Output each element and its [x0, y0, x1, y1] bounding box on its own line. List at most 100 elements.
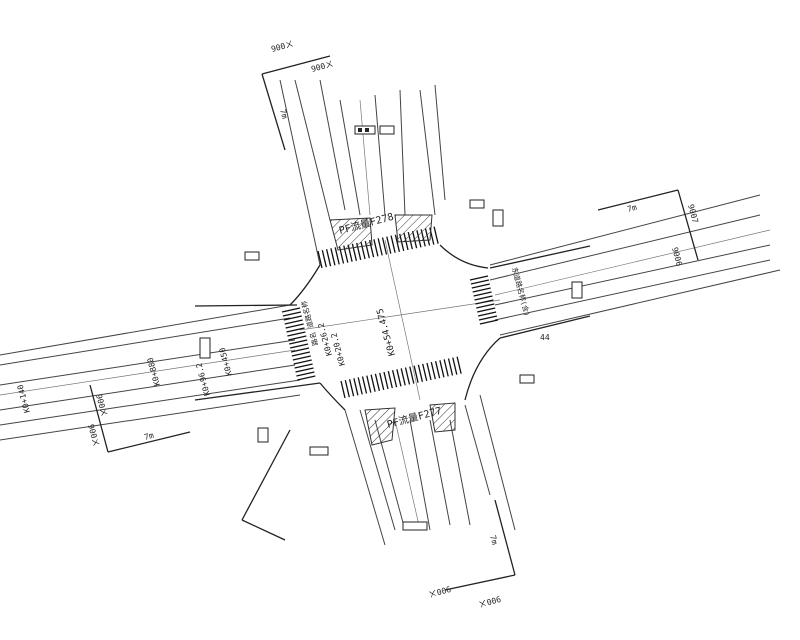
zebra-stripe [370, 374, 376, 392]
label-west-road-c: K0+140 [16, 383, 32, 413]
label-dim-900-ne-b: 9006 [670, 246, 684, 267]
zebra-stripe [475, 299, 494, 305]
dimension-lines [89, 55, 699, 591]
island-north-left [329, 217, 373, 251]
zebra-stripe [390, 235, 396, 253]
label-dim-900-se-b: 900ㄨ [478, 594, 502, 609]
corner-curves [289, 244, 501, 411]
zebra-stripe [396, 369, 402, 387]
zebra-stripe [348, 379, 355, 397]
zebra-stripe [289, 339, 308, 345]
zebra-stripe [281, 307, 301, 313]
zebra-stripe [470, 279, 490, 285]
label-center: K0+54.475 [376, 307, 398, 357]
label-dim-900-w-a: 900ㄨ [94, 393, 109, 417]
zebra-stripe [381, 237, 388, 255]
zebra-stripe [443, 359, 449, 377]
zebra-stripe [479, 319, 499, 325]
zebra-stripe [295, 367, 314, 373]
label-dim-900-w-b: 900ㄨ [86, 423, 101, 447]
zebra-stripe [377, 238, 383, 256]
label-west-road-d: K0+96.2 [194, 362, 211, 397]
zebra-stripe [325, 249, 332, 267]
zebra-stripe [387, 370, 393, 389]
label-west-b: 路名 道路名称 [299, 300, 320, 347]
zebra-stripe [409, 366, 415, 384]
zebra-stripe [283, 315, 302, 321]
label-dim-7m-w: 7m [143, 431, 155, 442]
label-dim-900-nw-a: 900ㄨ [270, 39, 294, 54]
zebra-stripe [373, 239, 379, 257]
center-axis-ns [384, 239, 421, 401]
zebra-stripe [294, 363, 313, 369]
zebra-stripe [287, 331, 306, 337]
zebra-stripe [293, 359, 312, 365]
labels: 900ㄨ 900ㄨ 7m 9007 9006 7m 900ㄨ 900ㄨ 7m 9… [16, 39, 700, 608]
zebra-stripe [292, 355, 311, 361]
island-south-right [429, 402, 456, 433]
zebra-stripe [286, 327, 305, 333]
zebra-stripe [471, 283, 490, 289]
zebra-stripe [374, 373, 381, 391]
zebra-stripe [344, 379, 350, 398]
zebra-stripe [383, 371, 389, 390]
zebra-stripe [291, 351, 311, 357]
zebra-stripe [473, 291, 492, 297]
zebra-south [340, 356, 462, 399]
zebra-stripe [413, 365, 419, 383]
zebra-stripe [289, 343, 309, 349]
center-axis-ew [299, 299, 501, 331]
zebra-stripe [434, 361, 441, 379]
zebra-stripe [284, 319, 303, 325]
island-north-right [394, 214, 433, 243]
zebra-east [469, 275, 499, 325]
zebra-stripe [366, 375, 372, 393]
zebra-stripe [478, 315, 498, 321]
label-dim-7m-ne: 7m [626, 203, 638, 214]
zebra-stripe [472, 287, 491, 293]
zebra-stripe [357, 377, 363, 395]
zebra-west [281, 307, 316, 381]
zebra-stripe [297, 375, 316, 381]
zebra-stripe [330, 248, 336, 266]
zebra-stripe [433, 226, 439, 244]
zebra-stripe [447, 358, 454, 376]
label-east-small: 44 [540, 333, 550, 342]
zebra-stripe [386, 236, 392, 254]
zebra-stripe [353, 378, 359, 396]
zebra-stripe [474, 295, 493, 301]
zebra-stripe [452, 357, 458, 375]
zebra-stripe [288, 335, 307, 341]
signal-heads [199, 125, 583, 531]
zebra-stripe [334, 247, 340, 265]
zebra-stripe [476, 303, 495, 309]
label-dim-7m-nw: 7m [278, 108, 289, 120]
zebra-stripe [422, 363, 428, 382]
zebra-stripe [456, 356, 462, 374]
north-road [279, 79, 446, 266]
west-road [0, 304, 321, 441]
zebra-stripe [296, 371, 315, 377]
label-dim-900-nw-b: 900ㄨ [310, 59, 334, 74]
zebra-stripe [379, 372, 385, 391]
label-west-road-b: K0+450 [218, 346, 234, 376]
zebra-stripe [391, 370, 398, 388]
zebra-stripe [430, 361, 436, 380]
island-south-left [364, 407, 396, 446]
zebra-stripe [321, 249, 327, 268]
zebra-stripe [361, 376, 368, 394]
label-dim-7m-se: 7m [488, 534, 499, 546]
zebra-stripe [469, 275, 489, 281]
east-road [489, 194, 781, 339]
zebra-stripe [477, 311, 497, 317]
zebra-stripe [400, 368, 406, 386]
zebra-stripe [439, 360, 445, 378]
zebra-stripe [394, 234, 401, 252]
label-dim-900-se-a: 900ㄨ [428, 584, 452, 599]
zebra-stripe [282, 311, 302, 317]
zebra-stripe [426, 362, 432, 381]
zebra-stripe [340, 380, 346, 399]
label-east: 东道路名称(含) [510, 266, 532, 317]
zebra-stripe [404, 367, 411, 385]
